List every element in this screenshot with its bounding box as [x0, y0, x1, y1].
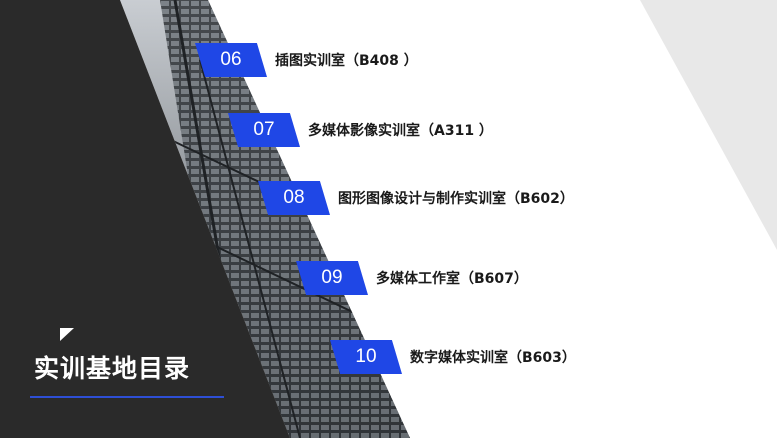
item-number-badge: 07 — [228, 113, 300, 147]
item-label: 多媒体影像实训室（A311 ） — [308, 123, 493, 139]
item-label: 图形图像设计与制作实训室（B602） — [338, 191, 574, 207]
corner-shape — [640, 0, 777, 250]
item-number-badge: 08 — [258, 181, 330, 215]
item-number-badge: 06 — [195, 43, 267, 77]
item-number-badge: 10 — [330, 340, 402, 374]
item-label: 多媒体工作室（B607） — [376, 271, 528, 287]
item-label: 数字媒体实训室（B603） — [410, 350, 576, 366]
item-number-badge: 09 — [296, 261, 368, 295]
item-label: 插图实训室（B408 ） — [275, 53, 418, 69]
triangle-marker-icon — [60, 328, 74, 341]
page-title: 实训基地目录 — [34, 354, 191, 383]
